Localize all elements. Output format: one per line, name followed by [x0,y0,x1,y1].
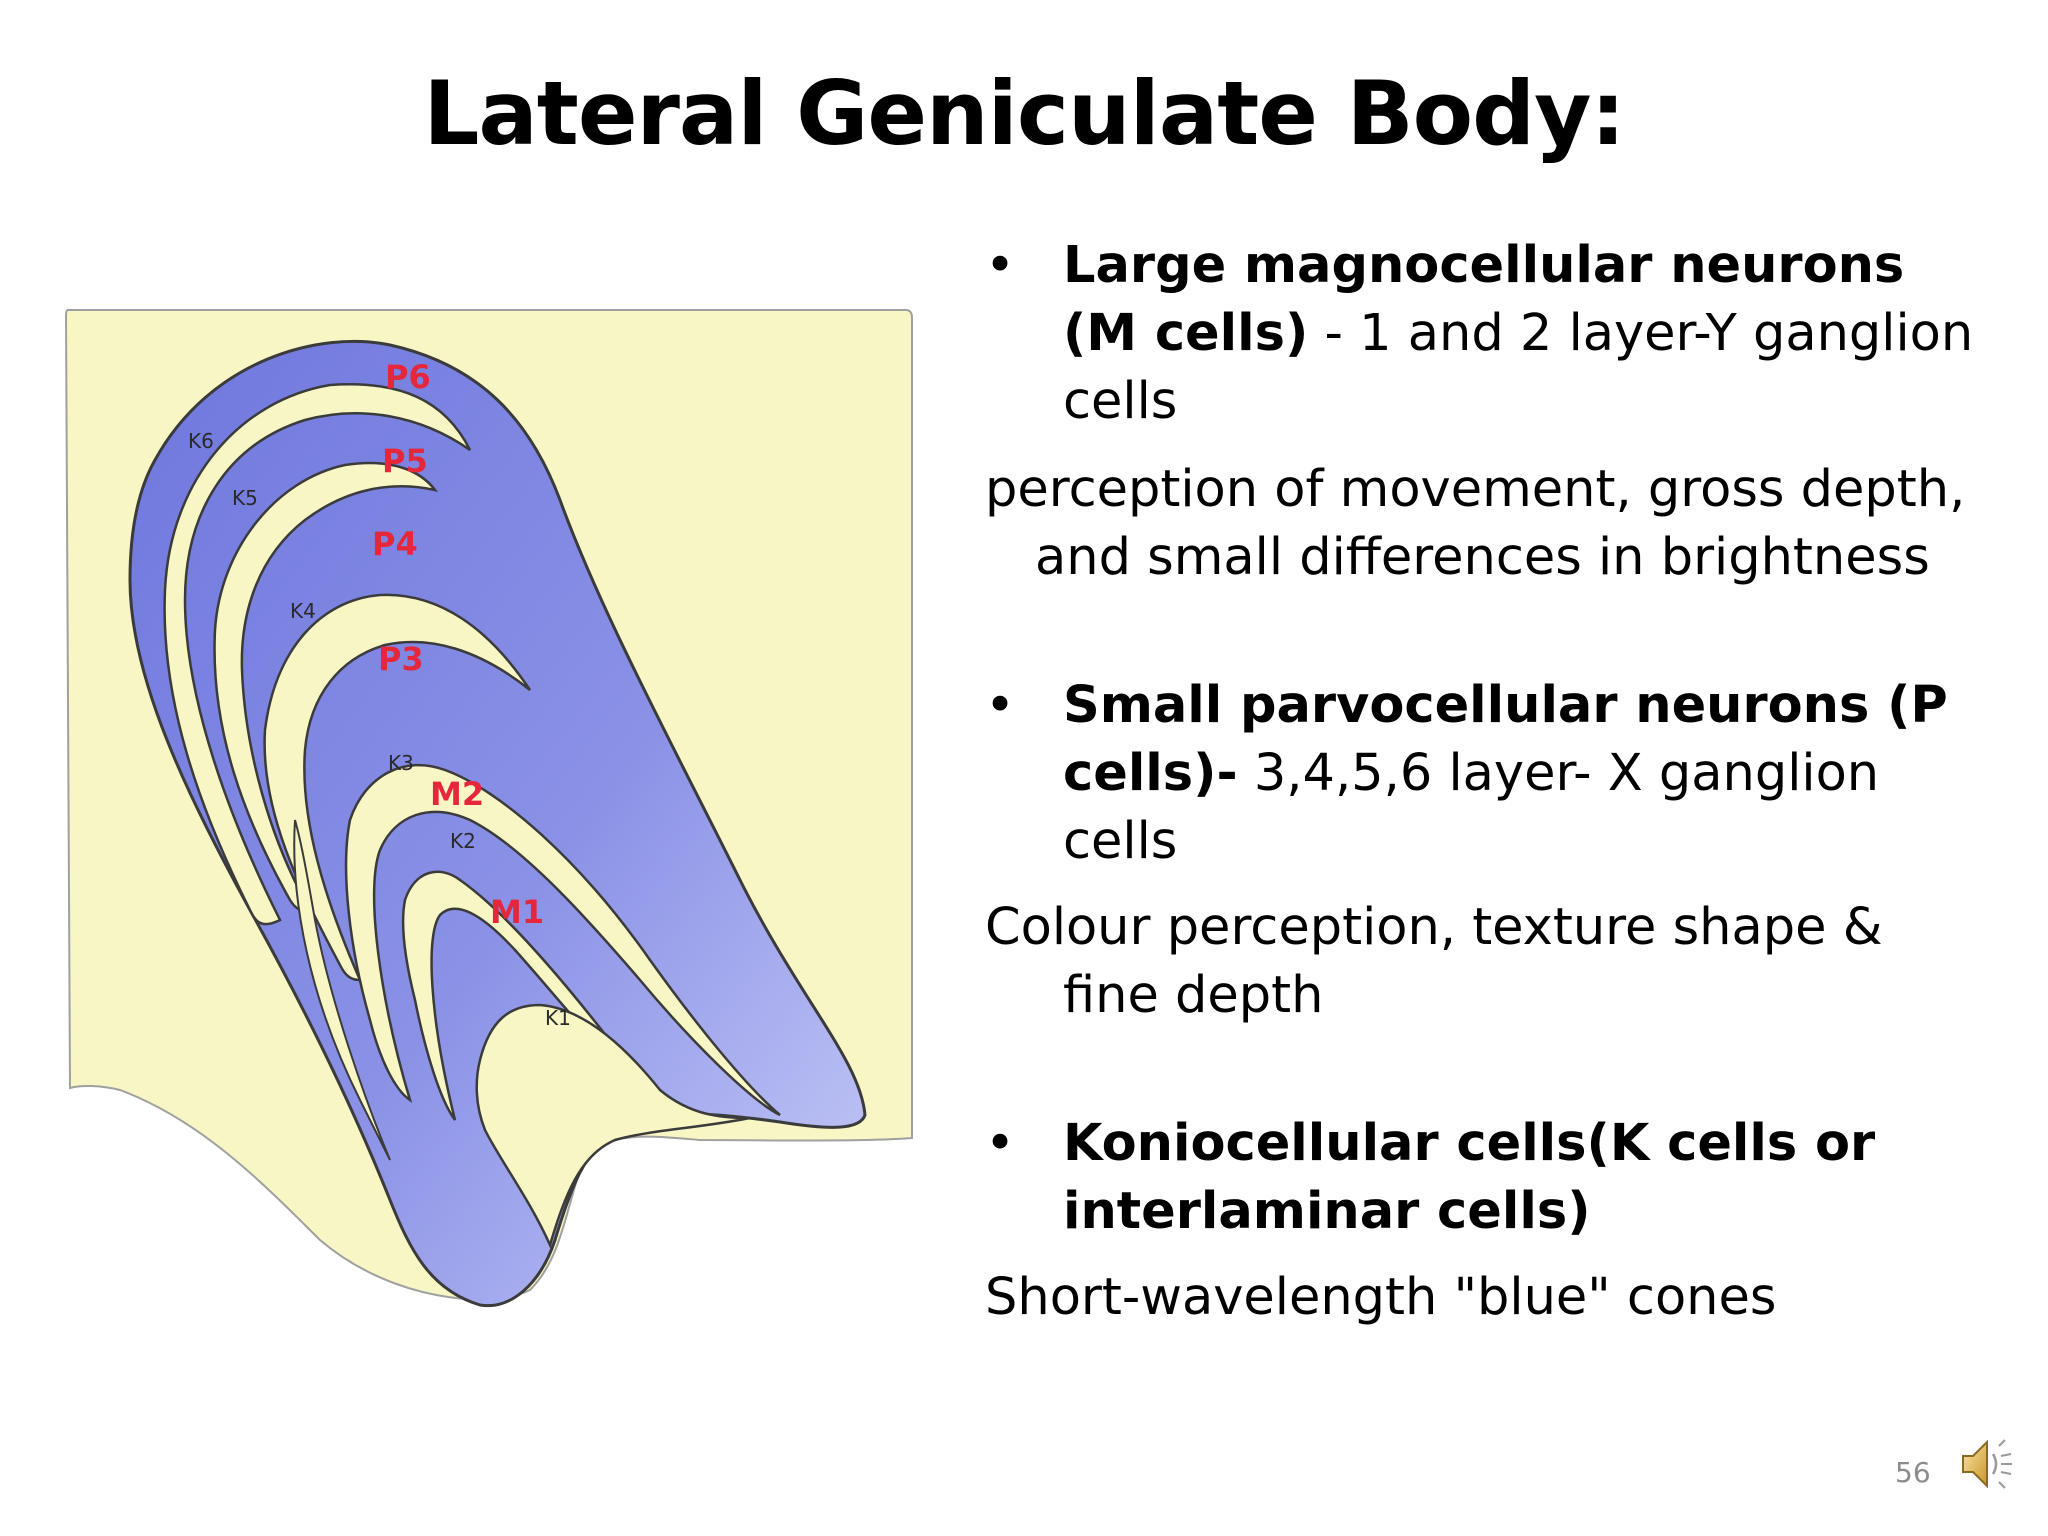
label-k2: K2 [450,829,476,853]
label-p5: P5 [382,442,428,480]
bullet-p-cells: • Small parvocellular neurons (P cells)-… [985,672,1985,876]
label-k6: K6 [188,429,214,453]
band-k2 [401,870,641,1121]
p-cells-heading-rest: 3,4,5,6 layer- X ganglion cells [1063,744,1880,871]
bullet-dot: • [985,1114,1016,1173]
label-m1: M1 [490,893,544,931]
label-p3: P3 [378,640,424,678]
m-cells-description: perception of movement, gross depth, and… [985,460,1966,587]
bullet-dot: • [985,236,1016,295]
band-k1 [475,1003,751,1249]
lgn-diagram: P6 P5 P4 P3 M2 M1 K6 K5 K4 K3 K2 K1 [60,300,920,1310]
bullet-k-cells: • Koniocellular cells(K cells or interla… [985,1110,1985,1246]
speaker-icon[interactable] [1955,1432,2015,1496]
band-k3 [344,763,781,1117]
bullet-dot: • [985,676,1016,735]
band-k4 [263,593,532,982]
inner-sliver-left [293,819,391,1161]
page-number: 56 [1895,1456,1931,1489]
band-k6 [163,383,472,926]
label-k1: K1 [545,1006,571,1030]
p-cells-heading: Small parvocellular neurons (P cells)- [1063,676,1948,803]
k-cells-description: Short-wavelength "blue" cones [985,1268,1777,1327]
label-k4: K4 [290,599,316,623]
slide-content: • Large magnocellular neurons (M cells) … [985,232,1985,1332]
p-cells-description: Colour perception, texture shape & fine … [985,898,1883,1025]
label-p4: P4 [372,525,418,563]
bullet-m-cells: • Large magnocellular neurons (M cells) … [985,232,1985,436]
m-cells-heading: Large magnocellular neurons (M cells) [1063,236,1905,363]
label-p6: P6 [385,358,431,396]
band-k5 [213,461,439,912]
label-m2: M2 [430,775,484,813]
label-k3: K3 [388,751,414,775]
m-cells-heading-rest: - 1 and 2 layer-Y ganglion cells [1063,304,1974,431]
k-cells-heading: Koniocellular cells(K cells or interlami… [1063,1114,1876,1241]
slide-title: Lateral Geniculate Body: [423,62,1625,165]
lgn-layers-illustration: P6 P5 P4 P3 M2 M1 K6 K5 K4 K3 K2 K1 [64,309,913,1308]
speaker-icon-graphic [1962,1439,2012,1489]
label-k5: K5 [232,486,258,510]
